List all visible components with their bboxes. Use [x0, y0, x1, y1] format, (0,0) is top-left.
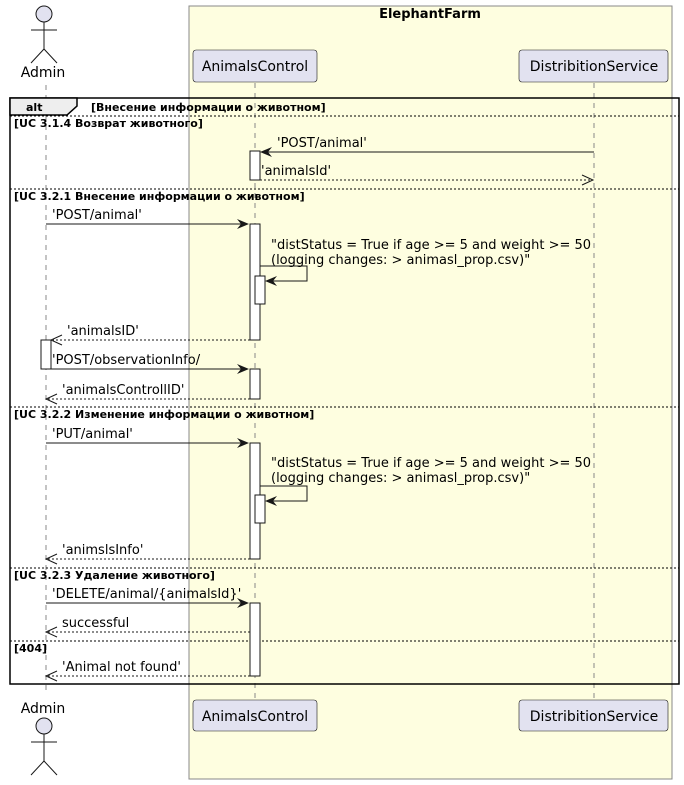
activation-bar — [249, 602, 261, 677]
activation-bar — [254, 275, 266, 305]
msg-post-observationinfo: 'POST/observationInfo/ — [51, 353, 249, 374]
alt-keyword: alt — [26, 101, 42, 114]
msg-delete-animal: 'DELETE/animal/{animalsId}' — [46, 587, 249, 608]
admin-actor-icon — [35, 717, 53, 735]
message-label: 'animalsControllID' — [62, 383, 184, 398]
section-guard-uc-3-1-4: [UC 3.1.4 Возврат животного] — [14, 117, 203, 130]
elephantfarm-box-title: ElephantFarm — [379, 7, 481, 22]
elephantfarm-box — [188, 5, 673, 780]
admin-actor-top: Admin — [21, 5, 66, 81]
msg-animalsid-to-admin: 'animalsID' — [49, 324, 250, 346]
section-guard-uc-3-2-1: [UC 3.2.1 Внесение информации о животном… — [14, 190, 305, 203]
distribitionservice-label-bottom: DistribitionService — [530, 709, 658, 725]
animalscontrol-label-top: AnimalsControl — [202, 59, 308, 75]
section-guard-uc-3-2-2: [UC 3.2.2 Изменение информации о животно… — [14, 408, 314, 421]
message-label: "distStatus = True if age >= 5 and weigh… — [271, 456, 591, 471]
msg-self-diststatus-2: "distStatus = True if age >= 5 and weigh… — [260, 456, 591, 506]
message-label: (logging changes: > animasl_prop.csv)" — [271, 471, 530, 486]
admin-actor-icon — [35, 5, 53, 23]
msg-animalsid-return: 'animalsId' — [260, 164, 595, 186]
message-label: 'animslsInfo' — [62, 543, 143, 558]
message-label: 'POST/animal' — [52, 208, 142, 223]
message-label: 'DELETE/animal/{animalsId}' — [52, 587, 241, 602]
msg-self-diststatus-1: "distStatus = True if age >= 5 and weigh… — [260, 238, 591, 286]
msg-post-animal-from-admin: 'POST/animal' — [46, 208, 249, 229]
message-label: 'POST/animal' — [277, 136, 367, 151]
activation-bar — [249, 368, 261, 400]
activation-bar — [254, 494, 266, 524]
msg-animalscontrollid-return: 'animalsControllID' — [44, 383, 250, 405]
message-label: 'animalsID' — [67, 324, 139, 339]
msg-put-animal: 'PUT/animal' — [46, 427, 249, 448]
distribitionservice-box-top[interactable] — [518, 49, 669, 83]
section-guard-404: [404] — [14, 642, 47, 655]
msg-animal-not-found-return: 'Animal not found' — [44, 660, 250, 682]
message-label: 'animalsId' — [261, 164, 331, 179]
admin-actor-label-bottom: Admin — [21, 701, 66, 717]
message-label: 'Animal not found' — [62, 660, 181, 675]
animalscontrol-box-bottom[interactable] — [192, 699, 318, 732]
section-guard-uc-3-2-3: [UC 3.2.3 Удаление животного] — [14, 569, 215, 582]
msg-post-animal-from-distribution: 'POST/animal' — [260, 136, 594, 157]
message-label: successful — [62, 616, 129, 631]
animalscontrol-box-top[interactable] — [192, 49, 318, 83]
msg-successful-return: successful — [44, 616, 250, 638]
distribitionservice-label-top: DistribitionService — [530, 59, 658, 75]
admin-actor-label-top: Admin — [21, 65, 66, 81]
message-label: (logging changes: > animasl_prop.csv)" — [271, 253, 530, 268]
admin-actor-bottom — [30, 717, 58, 776]
message-label: 'PUT/animal' — [52, 427, 133, 442]
alt-fragment: alt [Внесение информации о животном] — [9, 97, 680, 685]
activation-bar — [249, 150, 261, 181]
alt-guard: [Внесение информации о животном] — [91, 101, 326, 114]
message-label: "distStatus = True if age >= 5 and weigh… — [271, 238, 591, 253]
activation-bar — [40, 339, 52, 370]
message-label: 'POST/observationInfo/ — [52, 353, 201, 368]
animalscontrol-label-bottom: AnimalsControl — [202, 709, 308, 725]
distribitionservice-box-bottom[interactable] — [518, 699, 669, 732]
msg-animslsinfo-return: 'animslsInfo' — [44, 543, 250, 565]
